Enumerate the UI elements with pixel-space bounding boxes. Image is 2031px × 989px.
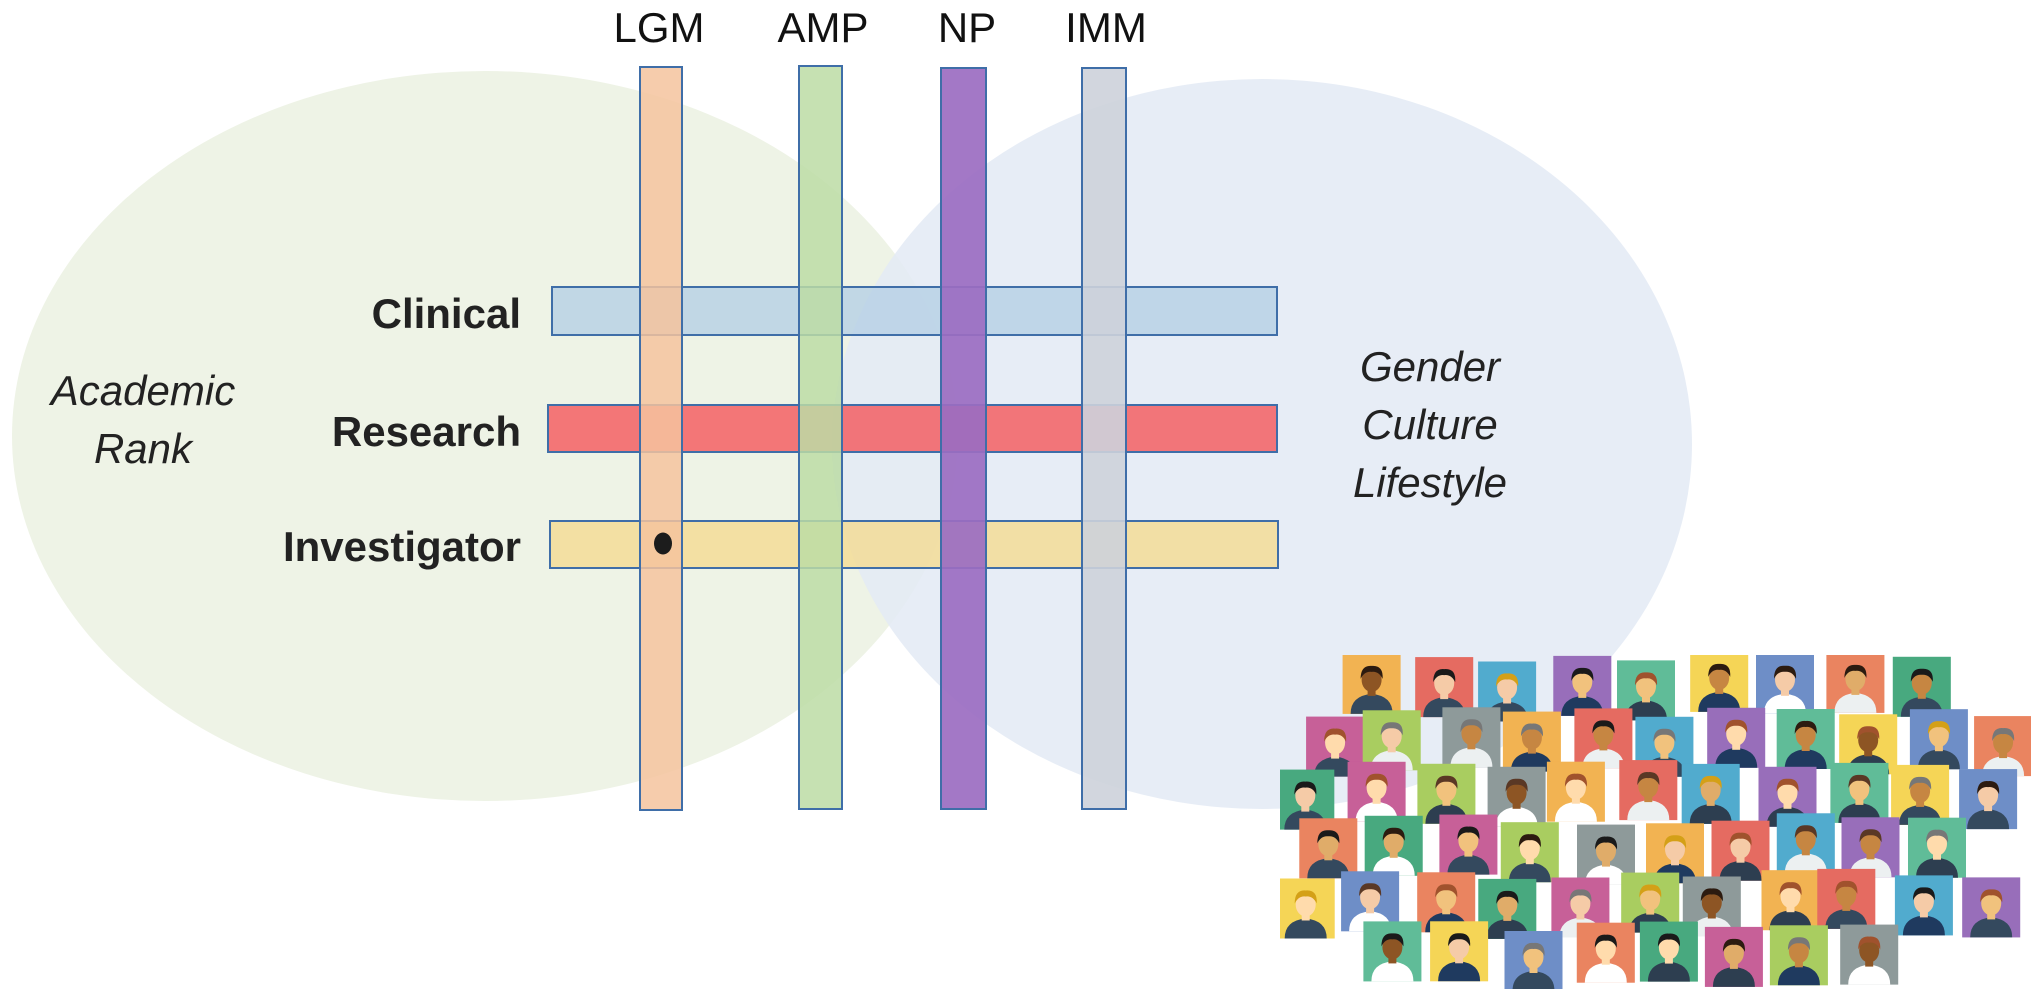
person-tile — [1639, 921, 1698, 982]
person-tile — [1959, 769, 2018, 830]
person-tile — [1707, 707, 1766, 768]
person-tile — [1617, 660, 1675, 721]
person-tile — [1909, 709, 1968, 770]
person-tile — [1487, 766, 1546, 827]
person-tile — [1908, 817, 1966, 878]
marker-dot — [654, 532, 672, 555]
lifestyle-line: Lifestyle — [1352, 459, 1508, 506]
column-label-lgm: LGM — [613, 4, 705, 51]
person-tile — [1504, 931, 1563, 989]
academic-rank-line-2: Rank — [93, 425, 193, 472]
person-tile — [1840, 924, 1899, 985]
person-tile — [1704, 926, 1763, 987]
person-tile — [1826, 655, 1885, 713]
row-label-investigator: Investigator — [282, 523, 521, 570]
gender-line: Gender — [1359, 343, 1501, 390]
person-tile — [1553, 655, 1612, 716]
column-bar-imm — [1081, 67, 1127, 810]
person-tile — [1841, 817, 1900, 878]
column-bar-lgm — [639, 66, 683, 811]
academic-rank-label: Academic Rank — [38, 362, 248, 478]
person-tile — [1830, 762, 1889, 823]
person-tile — [1776, 709, 1835, 769]
column-bars — [639, 65, 1127, 811]
person-tile — [1892, 656, 1951, 717]
column-bar-amp — [798, 65, 843, 810]
person-tile — [1974, 716, 2031, 777]
column-label-imm: IMM — [1065, 4, 1147, 51]
person-tile — [1577, 824, 1635, 885]
marker-layer — [654, 532, 672, 555]
culture-line: Culture — [1362, 401, 1498, 448]
person-tile — [1711, 820, 1770, 881]
person-tile — [1299, 818, 1358, 879]
person-tile — [1362, 710, 1421, 771]
person-tile — [1500, 822, 1559, 883]
person-tile — [1891, 764, 1950, 825]
person-tile — [1756, 655, 1814, 714]
person-tile — [1576, 922, 1635, 983]
person-tile — [1363, 921, 1422, 982]
person-tile — [1342, 655, 1401, 714]
person-tile — [1430, 921, 1489, 982]
person-tile — [1439, 814, 1498, 875]
people-collage-image — [1280, 655, 2031, 989]
person-tile — [1894, 875, 1953, 936]
academic-rank-circle — [12, 71, 958, 801]
person-tile — [1690, 655, 1749, 712]
person-tile — [1574, 708, 1633, 769]
person-tile — [1546, 761, 1605, 822]
person-tile — [1442, 707, 1501, 768]
person-tile — [1776, 813, 1835, 874]
academic-rank-line-1: Academic — [50, 367, 236, 414]
person-tile — [1347, 761, 1406, 822]
person-tile — [1364, 815, 1423, 876]
person-tile — [1415, 657, 1474, 718]
person-tile — [1681, 763, 1740, 824]
person-tile — [1761, 870, 1820, 931]
person-tile — [1280, 878, 1335, 939]
column-bar-np — [940, 67, 987, 810]
person-tile — [1769, 925, 1828, 986]
person-tile — [1619, 760, 1678, 821]
column-label-amp: AMP — [777, 4, 869, 51]
row-label-research: Research — [331, 408, 521, 455]
column-label-np: NP — [937, 4, 997, 51]
person-tile — [1962, 877, 2021, 938]
person-tile — [1817, 868, 1876, 929]
person-tile — [1341, 871, 1400, 932]
gender-culture-lifestyle-label: Gender Culture Lifestyle — [1320, 338, 1540, 512]
person-tile — [1502, 711, 1561, 772]
row-label-clinical: Clinical — [371, 290, 521, 337]
